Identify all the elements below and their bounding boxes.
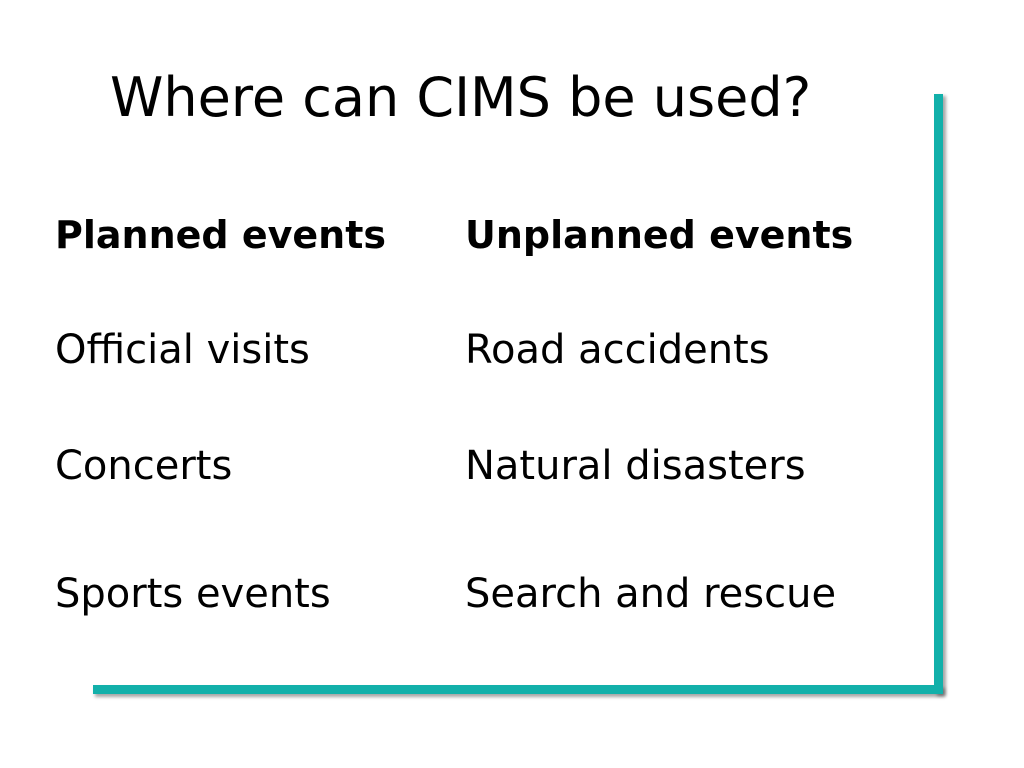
planned-events-header: Planned events xyxy=(55,213,386,257)
list-item: Official visits xyxy=(55,327,310,373)
unplanned-events-header: Unplanned events xyxy=(465,213,854,257)
list-item: Concerts xyxy=(55,443,233,489)
list-item: Road accidents xyxy=(465,327,770,373)
frame-right-border xyxy=(934,94,943,694)
slide-title: Where can CIMS be used? xyxy=(110,66,812,129)
list-item: Search and rescue xyxy=(465,571,837,617)
list-item: Natural disasters xyxy=(465,443,806,489)
frame-bottom-border xyxy=(93,685,943,694)
list-item: Sports events xyxy=(55,571,331,617)
